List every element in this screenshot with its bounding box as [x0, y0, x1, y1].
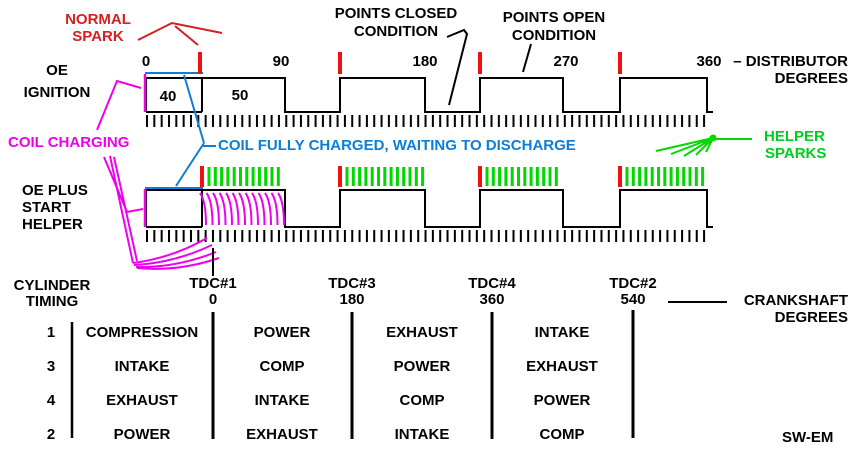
coil-charging-label: COIL CHARGING — [8, 134, 130, 151]
crankshaft-axis-title-line1: CRANKSHAFT — [743, 292, 848, 309]
tdc3-degrees: 180 — [339, 291, 365, 308]
helper-sparks-label-line2: SPARKS — [765, 145, 827, 162]
distributor-tick-270: 270 — [553, 53, 579, 70]
open-50-value: 50 — [231, 87, 249, 104]
points-open-label-line2: CONDITION — [511, 27, 597, 44]
normal-spark-label-line2: SPARK — [72, 28, 124, 45]
table-cell: INTAKE — [254, 392, 310, 409]
coil-charging-fan-pointer — [109, 155, 220, 270]
table-cell: EXHAUST — [526, 358, 598, 375]
distributor-tick-360: 360 — [696, 53, 722, 70]
normal-spark-label-line1: NORMAL — [65, 11, 131, 28]
distributor-axis-title-line2: DEGREES — [774, 70, 848, 87]
cylinder-timing-label-line2: TIMING — [25, 293, 79, 310]
dwell-40-value: 40 — [159, 88, 177, 105]
coil-charging-hatch — [199, 192, 285, 226]
distributor-tick-180: 180 — [412, 53, 438, 70]
tdc2-degrees: 540 — [620, 291, 646, 308]
points-open-label-line1: POINTS OPEN — [502, 9, 606, 26]
cylinder-number: 3 — [46, 358, 56, 375]
points-closed-pointer — [446, 28, 469, 106]
tdc4-degrees: 360 — [479, 291, 505, 308]
helper-dwell-box — [146, 190, 203, 228]
helper-sparks-fan-pointer — [655, 137, 752, 157]
oe-ignition-label-line1: OE — [46, 62, 68, 79]
table-cell: POWER — [393, 358, 451, 375]
tdc2-label: TDC#2 — [609, 275, 657, 292]
oe-ignition-label-line2: IGNITION — [23, 84, 91, 101]
points-open-pointer — [522, 43, 532, 73]
tdc1-degrees: 0 — [208, 291, 218, 308]
coil-fully-charged-pointer — [175, 74, 216, 187]
distributor-tick-90: 90 — [272, 53, 290, 70]
table-cell: COMP — [399, 392, 445, 409]
helper-spark-combs — [200, 166, 705, 187]
distributor-axis-title-line1: – DISTRIBUTOR — [733, 53, 848, 70]
coil-charging-pointer-top — [96, 79, 142, 131]
table-cell: INTAKE — [534, 324, 590, 341]
cylinder-number: 4 — [46, 392, 56, 409]
helper-sparks-label-line1: HELPER — [764, 128, 825, 145]
normal-spark-pointer — [137, 21, 223, 46]
distributor-tick-0: 0 — [141, 53, 151, 70]
table-cell: POWER — [113, 426, 171, 443]
oe-plus-label-line2: START — [22, 199, 71, 216]
crankshaft-axis-title-line2: DEGREES — [774, 309, 848, 326]
tdc4-label: TDC#4 — [468, 275, 516, 292]
dwell-40-box — [146, 78, 203, 113]
table-cell: EXHAUST — [106, 392, 178, 409]
points-closed-label-line1: POINTS CLOSED — [334, 5, 458, 22]
points-closed-label-line2: CONDITION — [353, 23, 439, 40]
table-cell: INTAKE — [394, 426, 450, 443]
helper-waveform — [145, 189, 713, 228]
tdc3-label: TDC#3 — [328, 275, 376, 292]
oe-ignition-waveform — [145, 77, 713, 113]
table-cell: INTAKE — [114, 358, 170, 375]
oe-plus-label-line3: HELPER — [22, 216, 83, 233]
table-cell: POWER — [533, 392, 591, 409]
cylinder-number: 1 — [46, 324, 56, 341]
coil-fully-charged-label: COIL FULLY CHARGED, WAITING TO DISCHARGE — [218, 137, 576, 154]
cylinder-timing-label-line1: CYLINDER — [13, 277, 91, 294]
table-cell: COMP — [539, 426, 585, 443]
table-cell: COMP — [259, 358, 305, 375]
signature: SW-EM — [782, 429, 834, 446]
table-cell: POWER — [253, 324, 311, 341]
normal-spark-marks — [198, 52, 622, 74]
oe-plus-label-line1: OE PLUS — [22, 182, 88, 199]
cylinder-number: 2 — [46, 426, 56, 443]
table-cell: COMPRESSION — [85, 324, 199, 341]
tdc1-label: TDC#1 — [189, 275, 237, 292]
table-cell: EXHAUST — [246, 426, 318, 443]
table-cell: EXHAUST — [386, 324, 458, 341]
